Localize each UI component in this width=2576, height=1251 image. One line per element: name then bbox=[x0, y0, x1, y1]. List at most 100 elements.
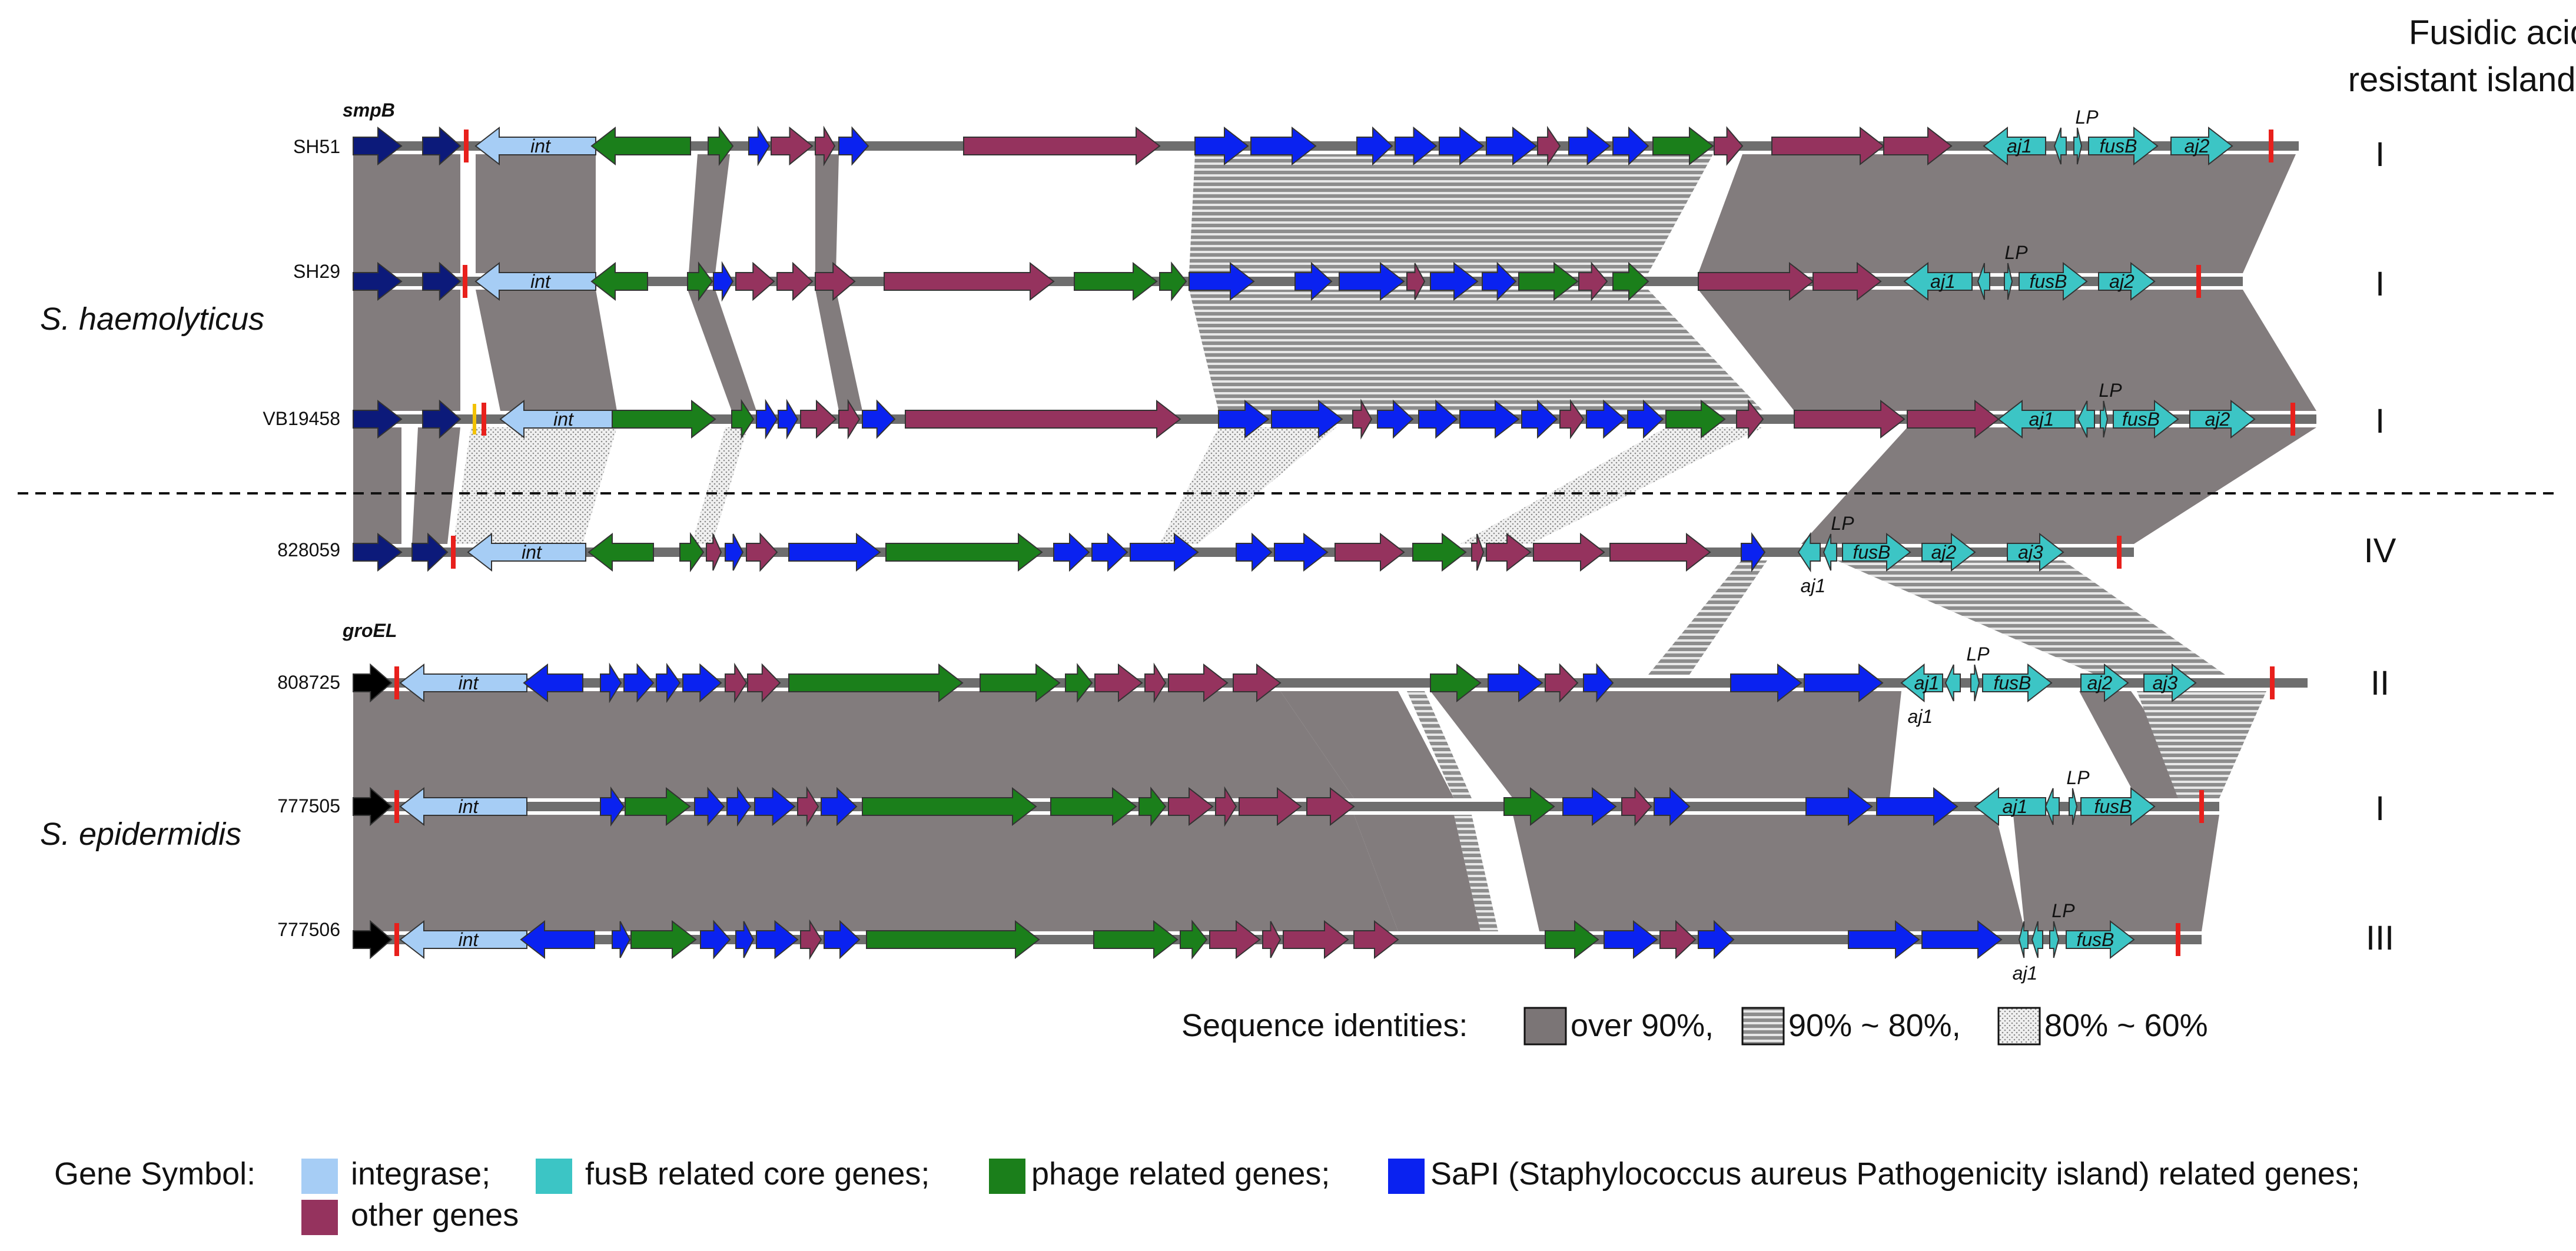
strain-name: 808725 bbox=[277, 672, 340, 693]
att-site-marker bbox=[2269, 130, 2273, 162]
strain-name: SH51 bbox=[293, 136, 340, 157]
att-site-marker bbox=[2196, 265, 2201, 298]
sapi-gene bbox=[523, 663, 583, 703]
other-gene bbox=[905, 399, 1181, 439]
sapi-gene bbox=[612, 921, 631, 958]
other-legend-label: other genes bbox=[351, 1197, 519, 1233]
sapi-gene bbox=[1482, 261, 1517, 301]
identity-band bbox=[1454, 815, 1498, 931]
other-gene bbox=[1094, 663, 1143, 703]
gene-label: int bbox=[530, 271, 551, 292]
sapi-gene bbox=[1562, 787, 1617, 827]
identity-band bbox=[476, 154, 596, 273]
other-gene bbox=[1168, 663, 1229, 703]
identity-band bbox=[1513, 815, 2025, 931]
att-site-marker bbox=[2270, 666, 2275, 699]
fusb-core-gene bbox=[1944, 664, 1961, 702]
phage-swatch bbox=[989, 1159, 1025, 1194]
fusb-core-gene bbox=[1900, 663, 1943, 703]
phage-gene bbox=[625, 787, 691, 827]
att-site-marker bbox=[2176, 923, 2180, 956]
groel-gene bbox=[353, 920, 393, 960]
identity-band bbox=[692, 427, 748, 544]
lp-label: LP bbox=[2099, 380, 2122, 401]
phage-gene bbox=[1430, 663, 1482, 703]
sapi-gene bbox=[1488, 663, 1543, 703]
header-line1: Fusidic acid bbox=[2409, 14, 2576, 52]
island-type: I bbox=[2375, 402, 2385, 440]
fusb-core-gene bbox=[1997, 399, 2076, 439]
sapi-gene bbox=[1236, 532, 1273, 572]
other-gene bbox=[1698, 261, 1814, 301]
groel-gene bbox=[353, 663, 393, 703]
gene-label: int bbox=[553, 409, 574, 430]
sapi-gene bbox=[756, 920, 799, 960]
phage-gene bbox=[866, 920, 1040, 960]
smpb-gene bbox=[353, 126, 403, 166]
lp-label: LP bbox=[1966, 643, 1990, 665]
identity-band bbox=[1430, 691, 1901, 798]
att-site-marker bbox=[451, 536, 456, 569]
integrase-gene bbox=[499, 399, 618, 439]
other-gene bbox=[1559, 399, 1585, 440]
groel-gene bbox=[353, 787, 393, 827]
strain-name: SH29 bbox=[293, 261, 340, 282]
gene-label: int bbox=[459, 672, 479, 693]
sapi-gene bbox=[1377, 399, 1414, 439]
identity-band bbox=[1698, 154, 2296, 273]
other-gene bbox=[771, 126, 814, 166]
identity-band bbox=[391, 815, 624, 931]
other-gene bbox=[1609, 532, 1711, 572]
gene-label: aj3 bbox=[2018, 542, 2043, 563]
gene-label: fusB bbox=[2099, 135, 2137, 157]
other-gene bbox=[1813, 261, 1882, 301]
integrase-gene bbox=[474, 261, 596, 301]
island-type: II bbox=[2371, 664, 2389, 702]
fusb-core-gene bbox=[2018, 921, 2029, 958]
fusb-core-gene bbox=[2100, 400, 2109, 438]
identity-legend-title: Sequence identities: bbox=[1181, 1008, 1468, 1043]
other-gene bbox=[1306, 787, 1355, 827]
fusb-core-gene bbox=[2077, 400, 2095, 438]
aj1-label: aj1 bbox=[2013, 963, 2038, 984]
identity-high-swatch bbox=[1523, 1007, 1567, 1046]
island-type: I bbox=[2375, 789, 2385, 828]
other-gene bbox=[1283, 920, 1349, 960]
fusb-core-gene bbox=[2053, 127, 2067, 165]
identity-band bbox=[1460, 427, 1763, 544]
sapi-gene bbox=[748, 125, 771, 167]
sapi-gene bbox=[1586, 399, 1626, 439]
phage-legend-label: phage related genes; bbox=[1031, 1156, 1330, 1192]
identity-mid-swatch bbox=[1741, 1007, 1785, 1046]
sapi-gene bbox=[821, 787, 858, 827]
identity-band bbox=[453, 427, 617, 544]
smpb-gene bbox=[422, 399, 462, 439]
sapi-swatch bbox=[1388, 1159, 1425, 1194]
sapi-gene bbox=[838, 126, 869, 166]
identity-band bbox=[1189, 290, 1763, 411]
fusb-core-gene bbox=[2004, 263, 2013, 300]
identity-band bbox=[2013, 815, 2219, 931]
sapi-gene bbox=[824, 920, 861, 960]
island-type: IV bbox=[2364, 532, 2396, 570]
identity-band bbox=[353, 427, 401, 544]
identity-band bbox=[1354, 815, 1480, 931]
sapi-gene bbox=[1568, 126, 1611, 166]
other-gene bbox=[1883, 126, 1953, 166]
other-gene bbox=[1533, 532, 1605, 572]
sapi-gene bbox=[1804, 663, 1884, 703]
lp-label: LP bbox=[2075, 107, 2099, 128]
sapi-gene bbox=[713, 261, 734, 302]
sapi-gene bbox=[1654, 787, 1691, 827]
sapi-gene bbox=[1053, 532, 1090, 572]
identity-band bbox=[412, 427, 460, 544]
sapi-gene bbox=[788, 532, 881, 572]
phage-gene bbox=[1665, 399, 1726, 439]
aj1-label: aj1 bbox=[1801, 575, 1826, 596]
att-site-marker bbox=[394, 790, 399, 823]
fusb-core-gene bbox=[2170, 126, 2233, 166]
sapi-gene bbox=[1294, 261, 1333, 301]
identity-high-label: over 90%, bbox=[1571, 1008, 1714, 1043]
att-site-marker bbox=[394, 923, 399, 956]
smpb-gene bbox=[411, 532, 449, 572]
